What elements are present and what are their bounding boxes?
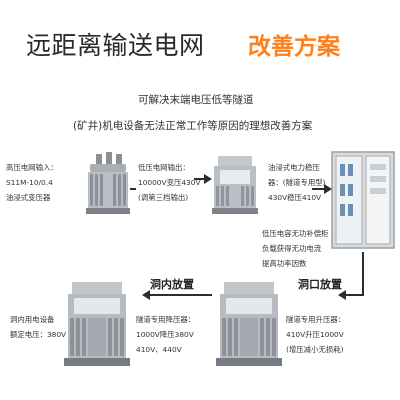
tag-tunnel-portal: 洞口放置	[298, 278, 342, 291]
page-title-accent: 改善方案	[248, 34, 340, 60]
step-up-transformer-image	[216, 282, 282, 366]
flow-arrow-line	[346, 294, 364, 296]
flow-arrow-head	[324, 184, 332, 194]
item-step-up: 隧道专用升压器： 410V升压1000V (增压减小无损耗)	[286, 315, 346, 354]
item-lv-output: 低压电网输出： 10000V变压430V (调第三档输出)	[138, 163, 201, 202]
page-title: 远距离输送电网	[26, 31, 205, 60]
flow-connector	[362, 252, 364, 294]
flow-arrow-line	[130, 188, 136, 190]
item-tunnel-equipment: 洞内用电设备 额定电压：380V	[10, 315, 67, 339]
flow-arrow-head	[338, 290, 346, 300]
intro-line-1: 可解决末端电压低等隧道	[138, 94, 254, 106]
flow-arrow-line	[194, 178, 206, 180]
item-capacitor-cabinet: 低压电容无功补偿柜 负载获得无功电流 提高功率因数	[262, 229, 329, 268]
capacitor-cabinet-image	[331, 151, 395, 249]
item-step-down: 隧道专用降压器： 1000V降压380V 410V、440V	[136, 315, 196, 354]
voltage-stabilizer-image	[212, 156, 258, 214]
flow-arrow-line	[150, 294, 212, 296]
item-oil-stabilizer: 油浸式电力稳压 器：(隧道专用型) 430V稳压410V	[268, 163, 326, 202]
step-down-transformer-image	[64, 282, 130, 366]
flow-arrow-head	[204, 174, 212, 184]
flow-arrow-line	[312, 188, 326, 190]
tag-inside-tunnel: 洞内放置	[150, 278, 194, 291]
intro-line-2: (矿井)机电设备无法正常工作等原因的理想改善方案	[73, 120, 313, 132]
oil-transformer-image	[86, 152, 130, 214]
item-hv-input: 高压电网输入： S11M-10/0.4 油浸式变压器	[6, 163, 58, 202]
flow-arrow-head	[142, 290, 150, 300]
